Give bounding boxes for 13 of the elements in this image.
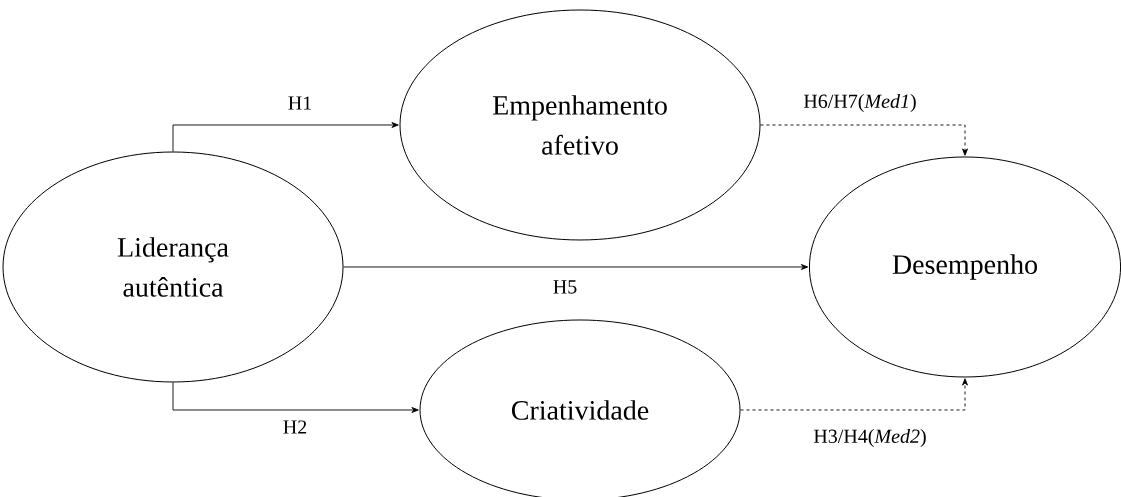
edge-label: H6/H7(Med1) bbox=[803, 93, 916, 113]
ellipse-node: Desempenho bbox=[808, 156, 1121, 378]
edge-label: H3/H4(Med2) bbox=[813, 428, 926, 448]
edge-label: H2 bbox=[283, 420, 307, 434]
arrow bbox=[172, 382, 419, 413]
edge-label: H1 bbox=[288, 96, 312, 110]
arrow bbox=[343, 264, 809, 270]
arrow bbox=[760, 124, 968, 156]
ellipse-node: Liderança autêntica bbox=[2, 151, 344, 383]
arrow bbox=[172, 122, 399, 152]
arrow bbox=[740, 378, 968, 411]
edge-label: H5 bbox=[553, 280, 577, 294]
ellipse-node: Empenhamento afetivo bbox=[399, 9, 761, 241]
